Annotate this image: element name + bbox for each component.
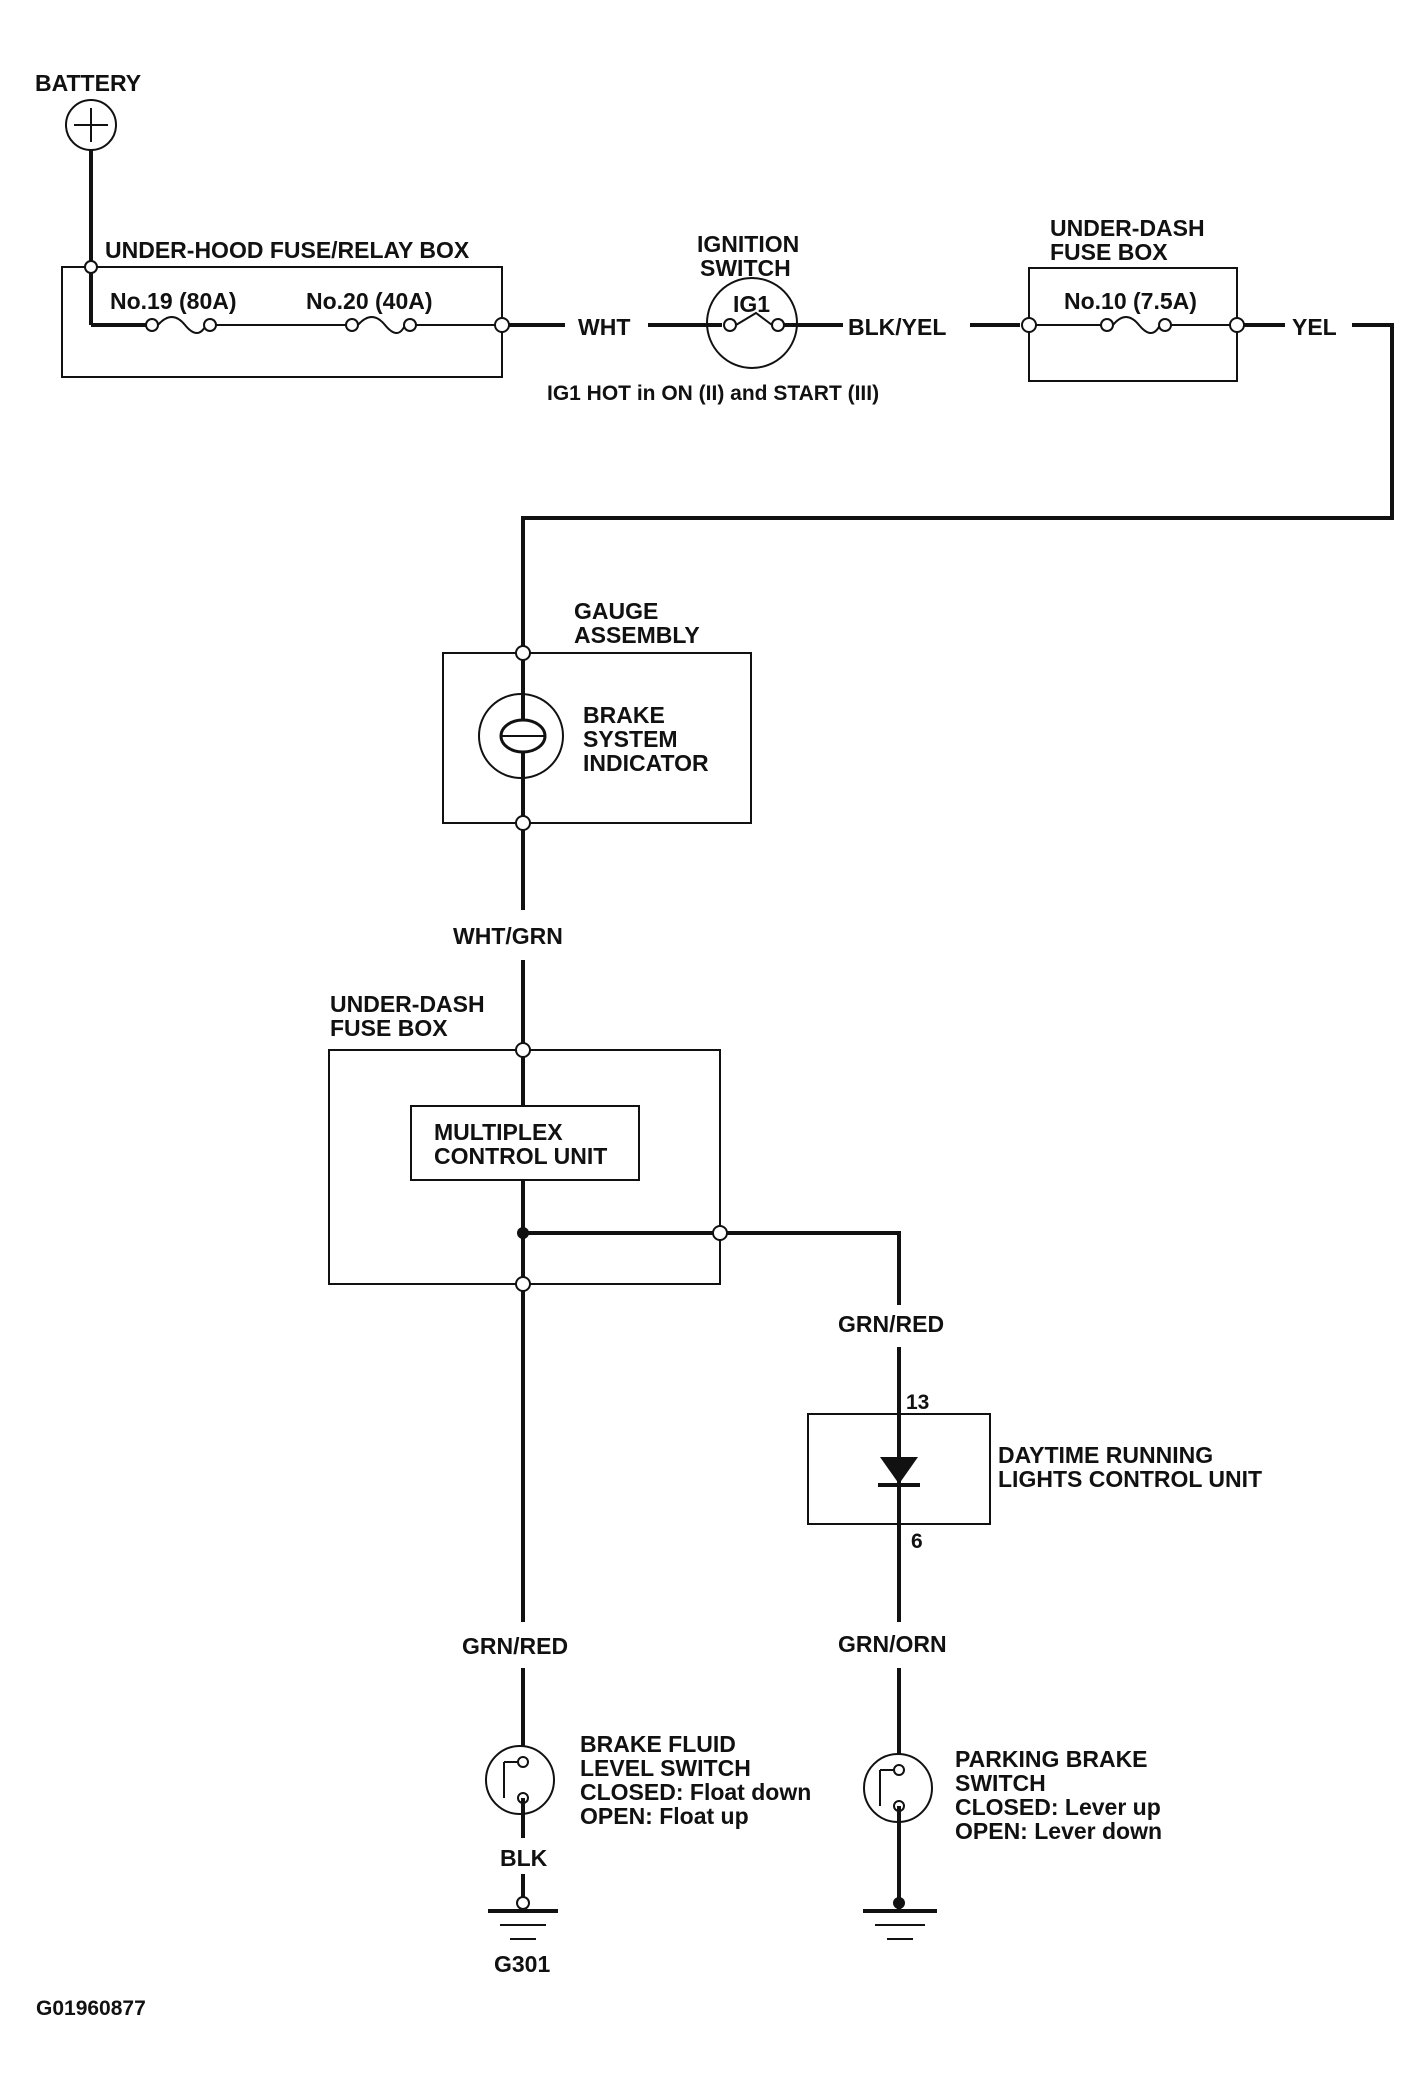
- fuse-20-icon: [345, 316, 417, 334]
- brake-fluid-switch-icon: [485, 1745, 555, 1815]
- ignition-switch-title-2: SWITCH: [700, 255, 791, 281]
- chassis-ground-icon-right: [863, 1909, 937, 1940]
- ignition-note: IG1 HOT in ON (II) and START (III): [547, 382, 879, 405]
- ground-g301-icon: [488, 1909, 558, 1940]
- wire-grn-red-right-label: GRN/RED: [838, 1311, 944, 1337]
- parking-brake-label-2: SWITCH: [955, 1770, 1046, 1796]
- ignition-switch-title-1: IGNITION: [697, 231, 799, 257]
- mcu-label-2: CONTROL UNIT: [434, 1143, 607, 1169]
- underdash-fuse-box-top: UNDER-DASH FUSE BOX No.10 (7.5A): [1021, 215, 1245, 382]
- drl-pin-13: 13: [906, 1391, 929, 1414]
- battery-label: BATTERY: [35, 70, 141, 96]
- battery: BATTERY: [35, 70, 141, 151]
- ignition-terminal-label: IG1: [733, 291, 770, 317]
- parking-brake-label-1: PARKING BRAKE: [955, 1746, 1148, 1772]
- underdash-mid-title-2: FUSE BOX: [330, 1015, 448, 1041]
- wire-yel-label: YEL: [1292, 314, 1337, 340]
- underhood-fuse-relay-box: UNDER-HOOD FUSE/RELAY BOX No.19 (80A) No…: [61, 237, 510, 378]
- brake-fluid-label-2: LEVEL SWITCH: [580, 1755, 751, 1781]
- parking-brake-label-3: CLOSED: Lever up: [955, 1794, 1161, 1820]
- brake-fluid-label-1: BRAKE FLUID: [580, 1731, 736, 1757]
- wire-grn-red-left-label: GRN/RED: [462, 1633, 568, 1659]
- drl-pin-6: 6: [911, 1530, 923, 1553]
- mcu-label-1: MULTIPLEX: [434, 1119, 563, 1145]
- underdash-mid-title-1: UNDER-DASH: [330, 991, 485, 1017]
- underdash-fuse-box-mcu: UNDER-DASH FUSE BOX MULTIPLEX CONTROL UN…: [328, 991, 728, 1292]
- brake-fluid-label-4: OPEN: Float up: [580, 1803, 749, 1829]
- fuse-10-icon: [1100, 316, 1172, 334]
- drl-title-1: DAYTIME RUNNING: [998, 1442, 1213, 1468]
- underdash-top-title-1: UNDER-DASH: [1050, 215, 1205, 241]
- figure-id: G01960877: [36, 1997, 146, 2020]
- wire-grn-orn-label: GRN/ORN: [838, 1631, 947, 1657]
- underhood-output-terminal: [494, 317, 510, 333]
- underhood-entry-terminal: [84, 260, 98, 274]
- fuse-10-label: No.10 (7.5A): [1064, 288, 1197, 314]
- fuse-20-label: No.20 (40A): [306, 288, 433, 314]
- parking-brake-label-4: OPEN: Lever down: [955, 1818, 1162, 1844]
- indicator-label-3: INDICATOR: [583, 750, 709, 776]
- brake-system-indicator-bulb-icon: [478, 693, 564, 779]
- wire-blk-yel-label: BLK/YEL: [848, 314, 946, 340]
- splice-point: [517, 1227, 529, 1239]
- gauge-title-1: GAUGE: [574, 598, 658, 624]
- ground-g301-label: G301: [494, 1951, 550, 1977]
- underhood-box-title: UNDER-HOOD FUSE/RELAY BOX: [105, 237, 470, 263]
- yel-main-run: [521, 323, 1394, 648]
- ignition-contact-icon: [735, 311, 773, 326]
- brake-fluid-label-3: CLOSED: Float down: [580, 1779, 811, 1805]
- diode-icon: [878, 1457, 920, 1487]
- ignition-switch: IGNITION SWITCH IG1 IG1 HOT in ON (II) a…: [547, 231, 879, 405]
- brake-fluid-level-switch: BRAKE FLUID LEVEL SWITCH CLOSED: Float d…: [485, 1731, 811, 1829]
- underdash-top-title-2: FUSE BOX: [1050, 239, 1168, 265]
- wire-blk-label: BLK: [500, 1845, 548, 1871]
- indicator-label-1: BRAKE: [583, 702, 665, 728]
- gauge-title-2: ASSEMBLY: [574, 622, 700, 648]
- fuse-19-label: No.19 (80A): [110, 288, 237, 314]
- drl-control-unit: 13 DAYTIME RUNNING LIGHTS CONTROL UNIT 6: [807, 1391, 1262, 1553]
- fuse-19-icon: [145, 316, 217, 334]
- wire-wht-label: WHT: [578, 314, 630, 340]
- indicator-label-2: SYSTEM: [583, 726, 678, 752]
- drl-title-2: LIGHTS CONTROL UNIT: [998, 1466, 1262, 1492]
- parking-brake-switch: PARKING BRAKE SWITCH CLOSED: Lever up OP…: [863, 1746, 1162, 1844]
- wire-wht-grn-label: WHT/GRN: [453, 923, 563, 949]
- gauge-assembly: GAUGE ASSEMBLY BRAKE SYSTEM INDICATOR: [442, 598, 752, 831]
